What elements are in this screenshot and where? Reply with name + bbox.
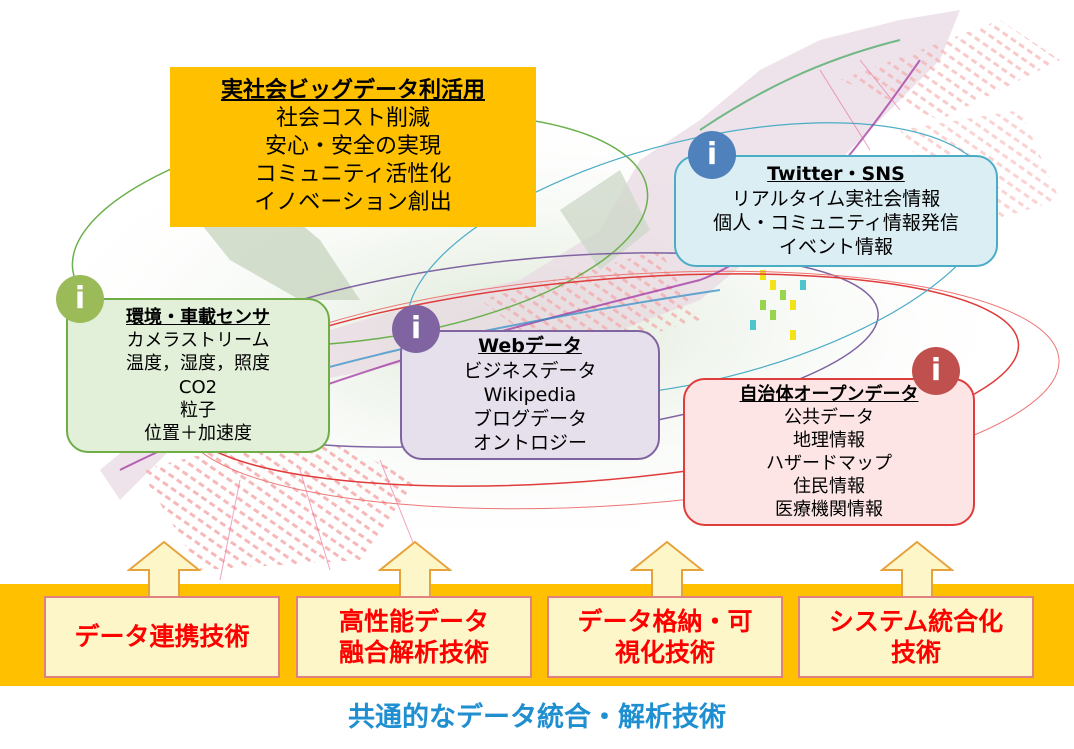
sns-box: Twitter・SNS リアルタイム実社会情報 個人・コミュニティ情報発信 イベ… [674,155,998,267]
storage-visualization-tech-box: データ格納・可 視化技術 [547,596,783,678]
open-data-title: 自治体オープンデータ [739,383,919,405]
goal-item: 安心・安全の実現 [264,133,441,159]
up-arrow-icon [880,540,954,599]
info-icon: i [688,131,736,179]
sns-title: Twitter・SNS [767,163,905,186]
tech-label: データ連携技術 [74,622,250,652]
info-icon: i [912,347,960,395]
system-integration-tech-box: システム統合化 技術 [798,596,1034,678]
source-item: 温度，湿度，照度 [126,353,270,375]
source-item: オントロジー [472,432,587,455]
tech-label: 高性能データ [338,606,489,636]
environment-sensor-box: 環境・車載センサ カメラストリーム 温度，湿度，照度 CO2 粒子 位置＋加速度 [66,298,330,453]
source-item: カメラストリーム [126,330,270,352]
source-item: 個人・コミュニティ情報発信 [713,212,959,234]
source-item: 地理情報 [793,429,865,451]
footer-caption: 共通的なデータ統合・解析技術 [348,702,726,733]
source-item: ビジネスデータ [463,359,597,382]
tech-label: 技術 [890,638,941,667]
source-item: 位置＋加速度 [144,422,252,444]
info-icon: i [56,275,104,323]
up-arrow-icon [630,540,704,599]
tech-label: 融合解析技術 [338,638,489,667]
data-integration-tech-box: データ連携技術 [44,596,280,678]
source-item: ハザードマップ [766,453,892,474]
goal-item: 社会コスト削減 [275,105,430,131]
info-icon: i [392,305,440,353]
web-data-title: Webデータ [478,335,582,358]
source-item: ブログデータ [472,408,587,431]
big-data-utilization-title: 実社会ビッグデータ利活用 [220,77,485,103]
environment-sensor-title: 環境・車載センサ [126,307,270,329]
big-data-utilization-box: 実社会ビッグデータ利活用 社会コスト削減 安心・安全の実現 コミュニティ活性化 … [170,67,536,227]
source-item: CO2 [178,376,218,398]
source-item: 医療機関情報 [775,499,883,521]
source-item: 粒子 [180,399,216,421]
source-item: Wikipedia [483,383,577,406]
open-data-box: 自治体オープンデータ 公共データ 地理情報 ハザードマップ 住民情報 医療機関情… [683,378,975,526]
tech-label: システム統合化 [828,606,1004,636]
goal-item: コミュニティ活性化 [254,162,452,188]
fusion-analysis-tech-box: 高性能データ 融合解析技術 [296,596,532,678]
source-item: 公共データ [784,406,874,428]
tech-label: データ格納・可 [577,606,753,636]
goal-item: イノベーション創出 [254,190,452,216]
web-data-box: Webデータ ビジネスデータ Wikipedia ブログデータ オントロジー [400,330,660,460]
source-item: リアルタイム実社会情報 [731,187,941,210]
source-item: イベント情報 [778,236,893,259]
source-item: 住民情報 [793,476,865,498]
up-arrow-icon [378,540,452,599]
tech-label: 視化技術 [614,638,715,667]
up-arrow-icon [127,540,201,599]
